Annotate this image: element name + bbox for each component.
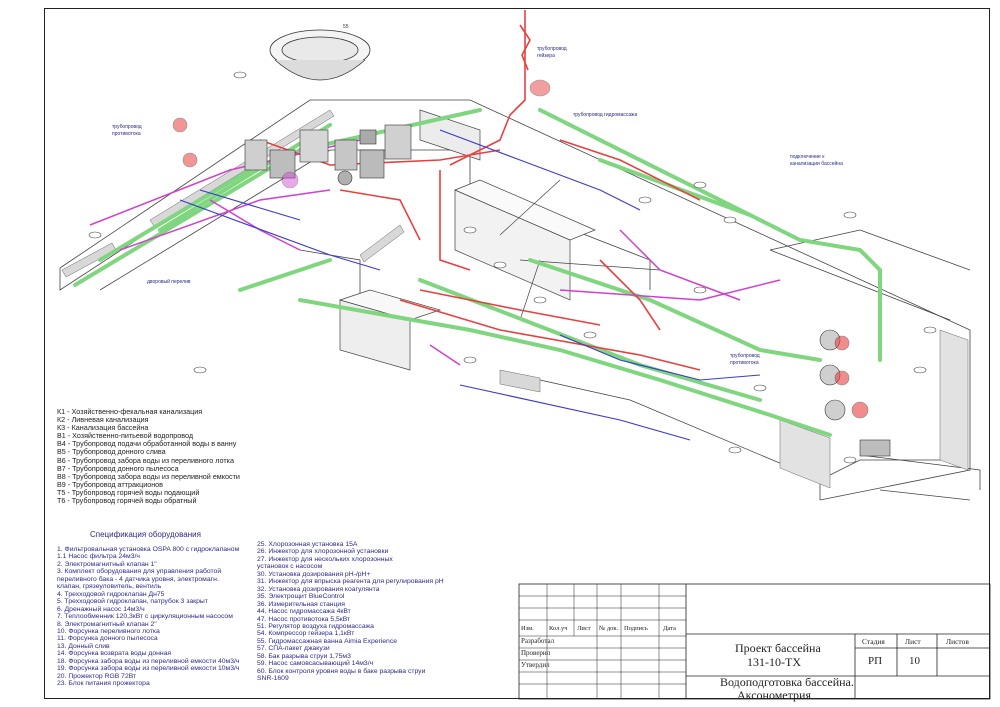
legend-item: К2 - Ливневая канализация [57, 415, 149, 425]
spec-item: 20. Прожектор RGB 72Вт [57, 672, 137, 680]
legend-item: В1 - Хозяйственно-питьевой водопровод [57, 431, 194, 441]
stage-value: РП [868, 655, 883, 667]
spec-list-right: 25. Хлорозонная установка 15А 26. Инжект… [257, 541, 444, 683]
spec-item: 58. Бак разрыва струи 1,75м3 [257, 652, 351, 660]
spec-item: 32. Установка дозирования коагулянта [257, 585, 380, 593]
row-approved: Утвердил [521, 661, 550, 669]
spec-item: 25. Хлорозонная установка 15А [257, 541, 358, 548]
spec-item: 7. Теплообменник 120,3кВт с циркуляционн… [57, 613, 233, 621]
legend-item: Т6 - Трубопровод горячей воды обратный [57, 496, 197, 506]
spec-item: 5. Трехходовой гидроклапан, патрубок 3 з… [57, 598, 208, 606]
spec-item: установок с насосом [257, 563, 323, 571]
drawing-frame [44, 8, 990, 699]
row-checked: Проверил [521, 649, 551, 657]
legend-item: К1 - Хозяйственно-фекальная канализация [57, 407, 203, 416]
spec-item: 30. Установка дозирования pH-/pH+ [257, 570, 371, 578]
sheets-label: Листов [946, 637, 969, 646]
title-block-small-grid [519, 584, 686, 699]
spec-item: 18. Форсунка забора воды из переливной е… [57, 657, 240, 665]
spec-item: 10. Форсунка переливного лотка [57, 627, 160, 635]
fixtures [88, 71, 937, 464]
sheet-label: Лист [905, 637, 921, 646]
spec-item: 2. Электромагнитный клапан 1" [57, 560, 157, 568]
stage-label: Стадия [862, 637, 885, 646]
col-header-doc: № док. [599, 625, 619, 632]
title-block-grid [518, 583, 991, 700]
spec-item: 35. Электрощит BlueControl [257, 593, 345, 601]
spec-item: 1. Фильтровальная установка OSPA 800 с г… [57, 546, 240, 553]
spec-item: 23. Блок питания прожектора [57, 680, 150, 688]
spec-item: 13. Донный слив [57, 642, 110, 650]
col-header-date: Дата [663, 625, 676, 632]
spec-item: 47. Насос противотока 5,5кВт [257, 615, 351, 623]
spec-item: 4. Трехходовой гидроклапан Дн75 [57, 590, 165, 598]
spec-item: клапан, грязеуловитель, вентиль [57, 583, 162, 591]
label-counter-pipe-2: противотока [112, 131, 141, 137]
label-55: 55 [343, 24, 349, 30]
spec-item: 36. Измерительная станция [257, 600, 345, 608]
spec-item: 8. Электромагнитный клапан 2" [57, 620, 157, 628]
spec-item: 54. Компрессор гейзера 1,1кВт [257, 630, 355, 638]
label-drain-conn-2: канализации бассейна [790, 160, 843, 167]
col-header-sign: Подпись [624, 625, 648, 632]
spec-item: 27. Инжектор для нескольких хлорозонных [257, 555, 393, 563]
spec-item: 11. Форсунка донного пылесоса [57, 635, 158, 643]
spec-item: 26. Инжектор для хлорозонной установки [257, 548, 389, 556]
sheet-subtitle: Аксонометрия [737, 688, 811, 702]
spec-item: 19. Форсунка забора воды из переливной е… [57, 665, 240, 673]
spec-list-left: 1. Фильтровальная установка OSPA 800 с г… [57, 546, 239, 688]
sheet-title: Водоподготовка бассейна. [720, 675, 854, 689]
row-developed: Разработал [521, 637, 555, 645]
label-counter-pipe-r-2: противотока [730, 360, 759, 366]
legend-item: В7 - Трубопровод донного пылесоса [57, 463, 179, 473]
spec-item: 3. Комплект оборудования для управления … [57, 568, 222, 576]
label-drain-conn: подключение к [790, 154, 825, 160]
spec-item: 1.1 Насос фильтра 24м3/ч [57, 553, 140, 561]
col-header-kol: Кол.уч [549, 625, 568, 632]
col-header-list: Лист [577, 625, 591, 632]
label-counter-pipe: трубопровод [112, 124, 142, 130]
spec-item: 44. Насос гидромассажа 4кВт [257, 608, 351, 616]
legend-item: В9 - Трубопровод аттракционов [57, 479, 164, 489]
project-code: 131-10-ТХ [747, 655, 801, 669]
blue-pipes [179, 129, 761, 441]
legend-item: Т5 - Трубопровод горячей воды подающий [57, 487, 200, 497]
label-geyser-pipe-2: гейзера [537, 52, 555, 59]
spec-title: Спецификация оборудования [90, 530, 201, 539]
legend-item: В5 - Трубопровод донного слива [57, 447, 166, 457]
project-name: Проект бассейна [735, 641, 821, 655]
legend-item: В6 - Трубопровод забора воды из переливн… [57, 455, 234, 465]
spec-item: 51. Регулятор воздуха гидромассажа [257, 622, 374, 630]
magenta-pipes [89, 139, 781, 366]
concrete-blocks [338, 109, 661, 371]
label-yard-pipe: дворовый перелив [147, 278, 191, 285]
spec-item: 55. Гидромассажная ванна Aimia Experienc… [257, 637, 398, 645]
legend-item: В4 - Трубопровод подачи обработанной вод… [57, 439, 237, 449]
equipment-cluster [244, 124, 412, 189]
spec-item: SNR-1609 [257, 675, 289, 683]
spec-item: 59. Насос самовсасывающий 14м3/ч [257, 660, 374, 668]
label-geyser-pipe: трубопровод [537, 46, 567, 52]
col-header-izm: Изм. [521, 625, 534, 632]
pumps [172, 79, 891, 457]
spec-item: 57. СПА-пакет джакузи [257, 645, 330, 653]
spec-item: 31. Инжектор для впрыска реагента для ре… [257, 578, 444, 586]
spec-item: 60. Блок контроля уровня воды в баке раз… [257, 667, 426, 675]
spec-item: 6. Дренажный насос 14м3/ч [57, 605, 145, 613]
spec-item: переливного бака - 4 датчика уровня, эле… [57, 575, 219, 583]
legend-item: К3 - Канализация бассейна [57, 423, 149, 433]
label-counter-pipe-r: трубопровод [730, 353, 760, 359]
label-hydro-pipe: трубопровод гидромассажа [573, 112, 638, 118]
sheet-number: 10 [909, 655, 920, 667]
legend-item: В8 - Трубопровод забора воды из переливн… [57, 471, 240, 481]
pipe-legend: К1 - Хозяйственно-фекальная канализация … [57, 407, 240, 506]
spec-item: 14. Форсунка возврата воды донная [57, 650, 172, 658]
spa-bowl [269, 29, 371, 81]
